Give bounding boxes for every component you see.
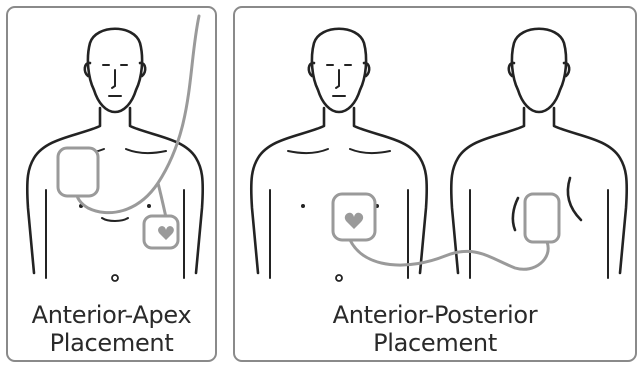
front-left-collarbone [288, 149, 328, 153]
caption-line-2: Placement [8, 329, 215, 357]
caption-line-1: Anterior-Apex [8, 301, 215, 329]
posterior-pad [525, 194, 559, 242]
front-nose [336, 70, 339, 88]
caption-line-1: Anterior-Posterior [235, 301, 635, 329]
caption-line-2: Placement [235, 329, 635, 357]
right-nipple [147, 204, 151, 208]
anterior-posterior-caption: Anterior-Posterior Placement [235, 301, 635, 357]
torso-outline [27, 108, 203, 273]
nose [112, 70, 115, 88]
anterior-posterior-panel: Anterior-Posterior Placement [233, 6, 637, 362]
chest-line [102, 218, 128, 221]
electrode-cable [350, 240, 548, 269]
front-torso-outline [251, 108, 427, 273]
back-head-outline [512, 29, 566, 112]
right-collarbone [126, 149, 166, 153]
front-navel [336, 275, 342, 281]
navel [112, 275, 118, 281]
front-left-nipple [301, 204, 305, 208]
right-shoulder-blade [568, 178, 581, 220]
left-shoulder-blade [513, 198, 518, 230]
back-torso-outline [451, 108, 627, 273]
anterior-pad [58, 148, 98, 196]
anterior-apex-panel: Anterior-Apex Placement [6, 6, 217, 362]
front-right-collarbone [350, 149, 390, 153]
anterior-apex-caption: Anterior-Apex Placement [8, 301, 215, 357]
